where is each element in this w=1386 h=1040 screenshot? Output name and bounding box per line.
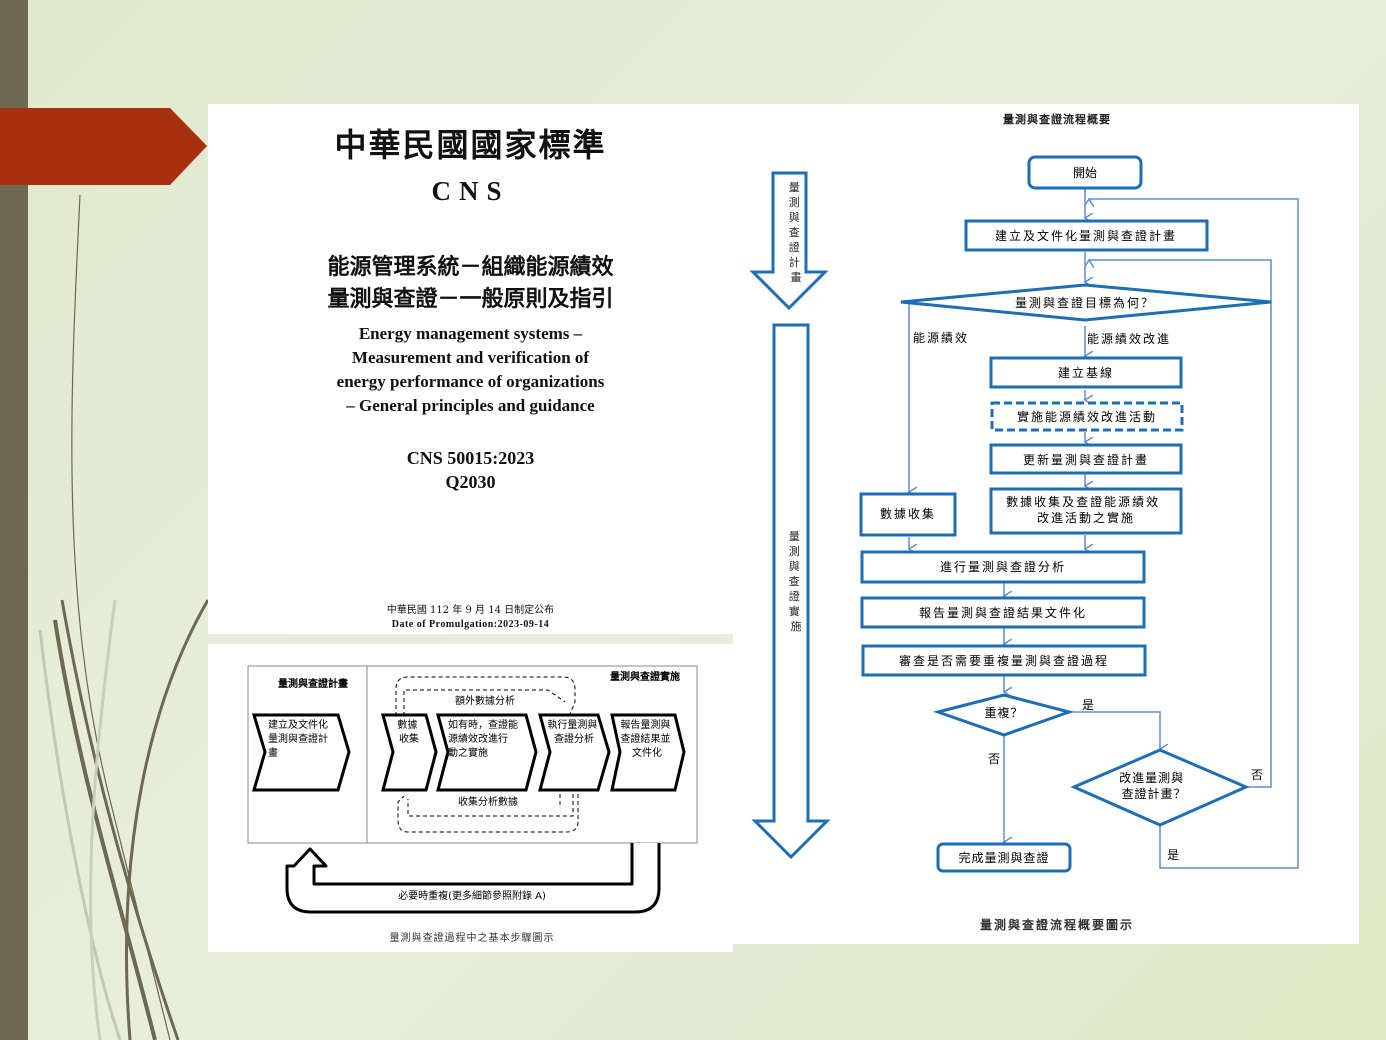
report-label: 報告量測與查證結果文件化 [919,605,1087,620]
plan-phase-label: 量 測 與 查 證 計 畫 [789,181,804,284]
steps-caption: 量測與查證過程中之基本步驟圖示 [390,931,555,944]
curve-line [71,194,171,1040]
standard-cover-page: 中華民國國家標準 CNS 能源管理系統－組織能源績效 量測與查證－一般原則及指引… [208,104,733,634]
start-node [1027,155,1143,190]
start-label: 開始 [1073,166,1097,180]
repeat-decision-label: 重複？ [984,705,1023,720]
implement-activity-box [990,401,1184,432]
collect-verify-box [989,487,1183,535]
curve-line [60,599,180,1040]
steps-svg: 量測與查證計畫 量測與查證實施 額外數據分析 收集分析數據 建立及文件化 量測與… [247,665,698,944]
extra-analysis-label: 額外數據分析 [455,694,515,707]
plan-phase-arrow [749,171,829,311]
step-collect-chevron [381,713,438,792]
extra-analysis-loop-outer [395,676,576,716]
update-plan-label: 更新量測與查證計畫 [1023,452,1149,467]
impl-phase-arrow [751,323,831,860]
connectors [909,188,1299,869]
connector [1089,199,1299,869]
report-box [860,596,1146,629]
complete-node [936,842,1072,873]
step-report-chevron [610,713,686,792]
connector [1069,711,1160,749]
repeat-return-arrow [285,843,661,914]
step-analyze-chevron [538,713,611,792]
baseline-label: 建立基線 [1058,365,1114,380]
review-label: 審查是否需要重複量測與查證過程 [899,653,1109,668]
classification-code: Q2030 [445,472,496,492]
en-title-line: energy performance of organizations [336,372,605,391]
step-implement-chevron [436,713,538,792]
improve-yes-label: 是 [1167,848,1179,862]
curve-line [125,599,210,1040]
improve-plan-label: 改進量測與 查證計畫？ [1119,771,1189,801]
collect-loop-outer [397,794,579,833]
establish-plan-box [964,219,1209,252]
mv-flowchart: 量測與查證流程概要 量 測 與 查 證 計 畫 量 測 與 查 證 實 施 [733,104,1359,944]
step-collect-text: 數據 收集 [397,718,420,745]
analysis-label: 進行量測與查證分析 [940,559,1066,574]
data-collection-label: 數據收集 [880,506,936,521]
standard-id: CNS 50015:2023 Q2030 [208,446,733,494]
repeat-note: 必要時重複(更多細節參照附錄 A) [398,889,546,902]
improve-no-label: 否 [1251,768,1263,782]
step-analyze-text: 執行量測與 查證分析 [547,718,600,745]
review-box [861,644,1147,677]
collect-verify-label: 數據收集及查證能源績效 改進活動之實施 [1006,494,1166,525]
flowchart-svg: 量測與查證流程概要 量 測 與 查 證 計 畫 量 測 與 查 證 實 施 [749,112,1299,932]
complete-label: 完成量測與查證 [958,850,1049,865]
curve-line [53,619,157,1040]
standard-number: CNS 50015:2023 [406,448,535,468]
repeat-decision [932,693,1075,737]
baseline-box [989,356,1183,389]
step-report-text: 報告量測與 查證結果並 文件化 [620,718,673,759]
flowchart-caption: 量測與查證流程概要圖示 [980,917,1134,932]
basic-steps-diagram: 量測與查證計畫 量測與查證實施 額外數據分析 收集分析數據 建立及文件化 量測與… [208,644,733,952]
zh-title: 能源管理系統－組織能源績效 量測與查證－一般原則及指引 [208,251,733,315]
data-collection-box [859,492,957,537]
zh-title-line: 能源管理系統－組織能源績效 [327,254,614,280]
goal-decision-label: 量測與查證目標為何？ [1015,295,1155,310]
implement-activity-label: 實施能源績效改進活動 [1017,409,1157,424]
title-arrow-shape [0,108,207,185]
analysis-box [860,550,1146,584]
goal-decision [900,283,1272,322]
zh-title-line: 量測與查證－一般原則及指引 [327,286,614,312]
plan-section-label: 量測與查證計畫 [278,677,348,690]
step-plan-text: 建立及文件化 量測與查證計 畫 [268,718,331,759]
impl-phase-label: 量 測 與 查 證 實 施 [789,530,804,633]
update-plan-box [989,443,1183,475]
en-title-line: Energy management systems – [358,324,583,343]
cns-label: CNS [431,176,510,206]
org-title: 中華民國國家標準 [334,126,607,164]
collect-loop-inner [407,794,574,817]
collect-analysis-label: 收集分析數據 [458,795,518,808]
branch-performance-label: 能源績效 [913,330,969,345]
step-implement-text: 如有時，查證能 源績效改進行 動之實施 [448,718,521,759]
step-plan-chevron [251,713,351,792]
branch-improvement-label: 能源績效改進 [1087,331,1171,346]
repeat-no-label: 否 [988,752,1000,766]
flowchart-title: 量測與查證流程概要 [1003,112,1111,126]
en-title: Energy management systems – Measurement … [208,322,733,418]
impl-section-label: 量測與查證實施 [610,670,680,683]
promulgation-en: Date of Promulgation:2023-09-14 [391,619,550,630]
establish-plan-label: 建立及文件化量測與查證計畫 [995,228,1177,243]
curve-line [38,629,122,1040]
en-title-line: Measurement and verification of [351,348,590,367]
curve-line [89,599,117,1040]
repeat-yes-label: 是 [1082,698,1094,712]
en-title-line: – General principles and guidance [346,396,595,415]
connector [1089,260,1272,788]
improve-plan-decision [1070,748,1250,827]
steps-frame [247,665,698,844]
promulgation-date: 中華民國 112 年 9 月 14 日制定公布 Date of Promulga… [208,604,733,632]
promulgation-zh: 中華民國 112 年 9 月 14 日制定公布 [386,605,555,616]
extra-analysis-loop-inner [403,689,566,716]
